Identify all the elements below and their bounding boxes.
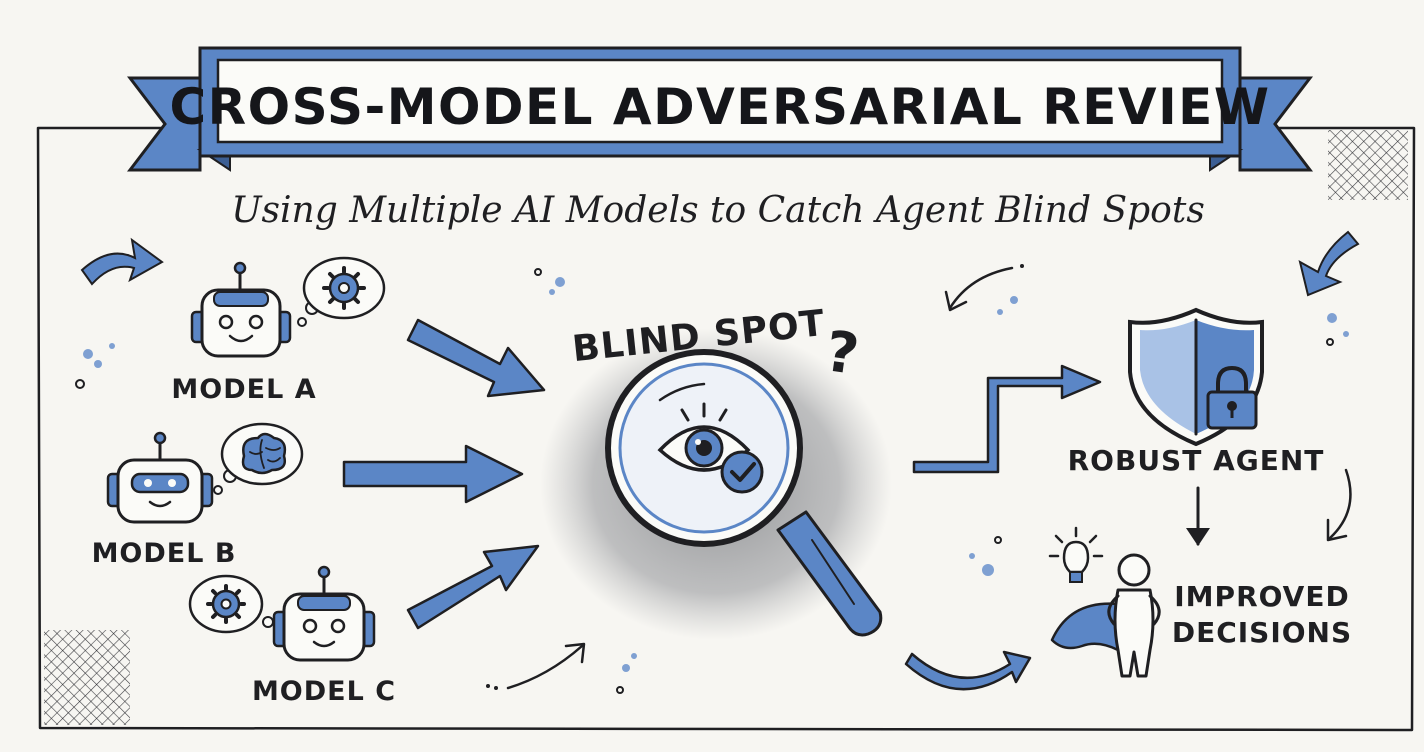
robot-icon	[190, 261, 292, 358]
input-arrows	[342, 318, 546, 630]
improved-decisions-line2: DECISIONS	[1172, 616, 1352, 649]
hero-figure-icon	[1050, 553, 1161, 678]
magnifying-glass-icon	[605, 349, 883, 637]
robust-agent-label: ROBUST AGENT	[1068, 444, 1325, 477]
model-label: MODEL A	[171, 374, 316, 405]
lock-icon	[1206, 366, 1258, 430]
model-label: MODEL C	[252, 676, 396, 707]
arrow-model-c	[406, 544, 540, 630]
blind-spot-center: BLIND SPOT ?	[540, 303, 892, 640]
checkmark-icon	[720, 450, 764, 494]
improved-decisions-line1: IMPROVED	[1174, 580, 1349, 613]
robot-icon	[272, 565, 376, 662]
improved-decisions: IMPROVED DECISIONS	[1048, 526, 1352, 678]
down-arrow	[1186, 486, 1210, 546]
gear-icon	[206, 584, 246, 624]
output-arrow-bottom	[904, 650, 1032, 691]
decorative-dots	[83, 277, 1349, 672]
model-label: MODEL B	[92, 538, 237, 569]
output-arrow-top	[912, 364, 1102, 474]
decorative-arrows	[80, 230, 1360, 690]
thought-bubble	[188, 574, 283, 639]
diagram-title: CROSS-MODEL ADVERSARIAL REVIEW	[169, 78, 1270, 136]
brain-icon	[241, 432, 287, 475]
model-a: MODEL A	[171, 256, 386, 405]
thought-bubble	[297, 256, 386, 327]
diagram-subtitle: Using Multiple AI Models to Catch Agent …	[231, 190, 1205, 231]
lightbulb-icon	[1048, 526, 1104, 583]
robust-agent: ROBUST AGENT	[1068, 307, 1325, 546]
thought-bubble	[213, 422, 304, 495]
sketch-frame	[36, 126, 1416, 732]
model-c: MODEL C	[188, 565, 396, 707]
arrow-model-a	[406, 318, 546, 398]
gear-icon	[322, 266, 366, 310]
model-b: MODEL B	[92, 422, 304, 569]
robot-icon	[106, 431, 214, 524]
title-banner: CROSS-MODEL ADVERSARIAL REVIEW	[126, 46, 1314, 172]
arrow-model-b	[342, 444, 524, 504]
question-mark: ?	[821, 319, 863, 388]
